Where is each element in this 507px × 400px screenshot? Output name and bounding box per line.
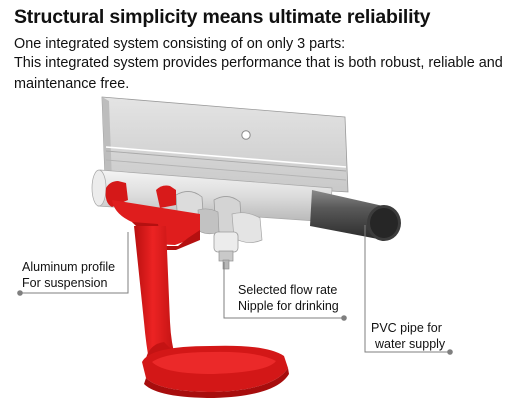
callout-aluminum-line2: For suspension [22,276,108,290]
description: This integrated system provides performa… [14,55,503,92]
pvc-pipe [310,190,401,241]
subtitle: One integrated system consisting of on o… [14,36,346,52]
callout-pvc-line1: PVC pipe for [371,321,442,335]
leader-dot-pvc [447,349,453,355]
callout-nipple: Selected flow rate Nipple for drinking [238,282,339,314]
callout-nipple-line2: Nipple for drinking [238,299,339,313]
callout-pvc-pipe: PVC pipe for water supply [371,320,445,352]
red-drinker [105,181,289,398]
callout-aluminum-profile: Aluminum profile For suspension [22,259,115,291]
drinking-nipple [213,231,239,270]
aluminum-profile [101,96,349,193]
leader-dot-aluminum [17,290,23,296]
leader-dot-nipple [341,315,347,321]
callout-nipple-line1: Selected flow rate [238,283,338,297]
page-title: Structural simplicity means ultimate rel… [14,6,431,28]
leader-lines [17,225,453,355]
callout-aluminum-line1: Aluminum profile [22,260,116,274]
callout-pvc-line2: water supply [375,337,446,351]
